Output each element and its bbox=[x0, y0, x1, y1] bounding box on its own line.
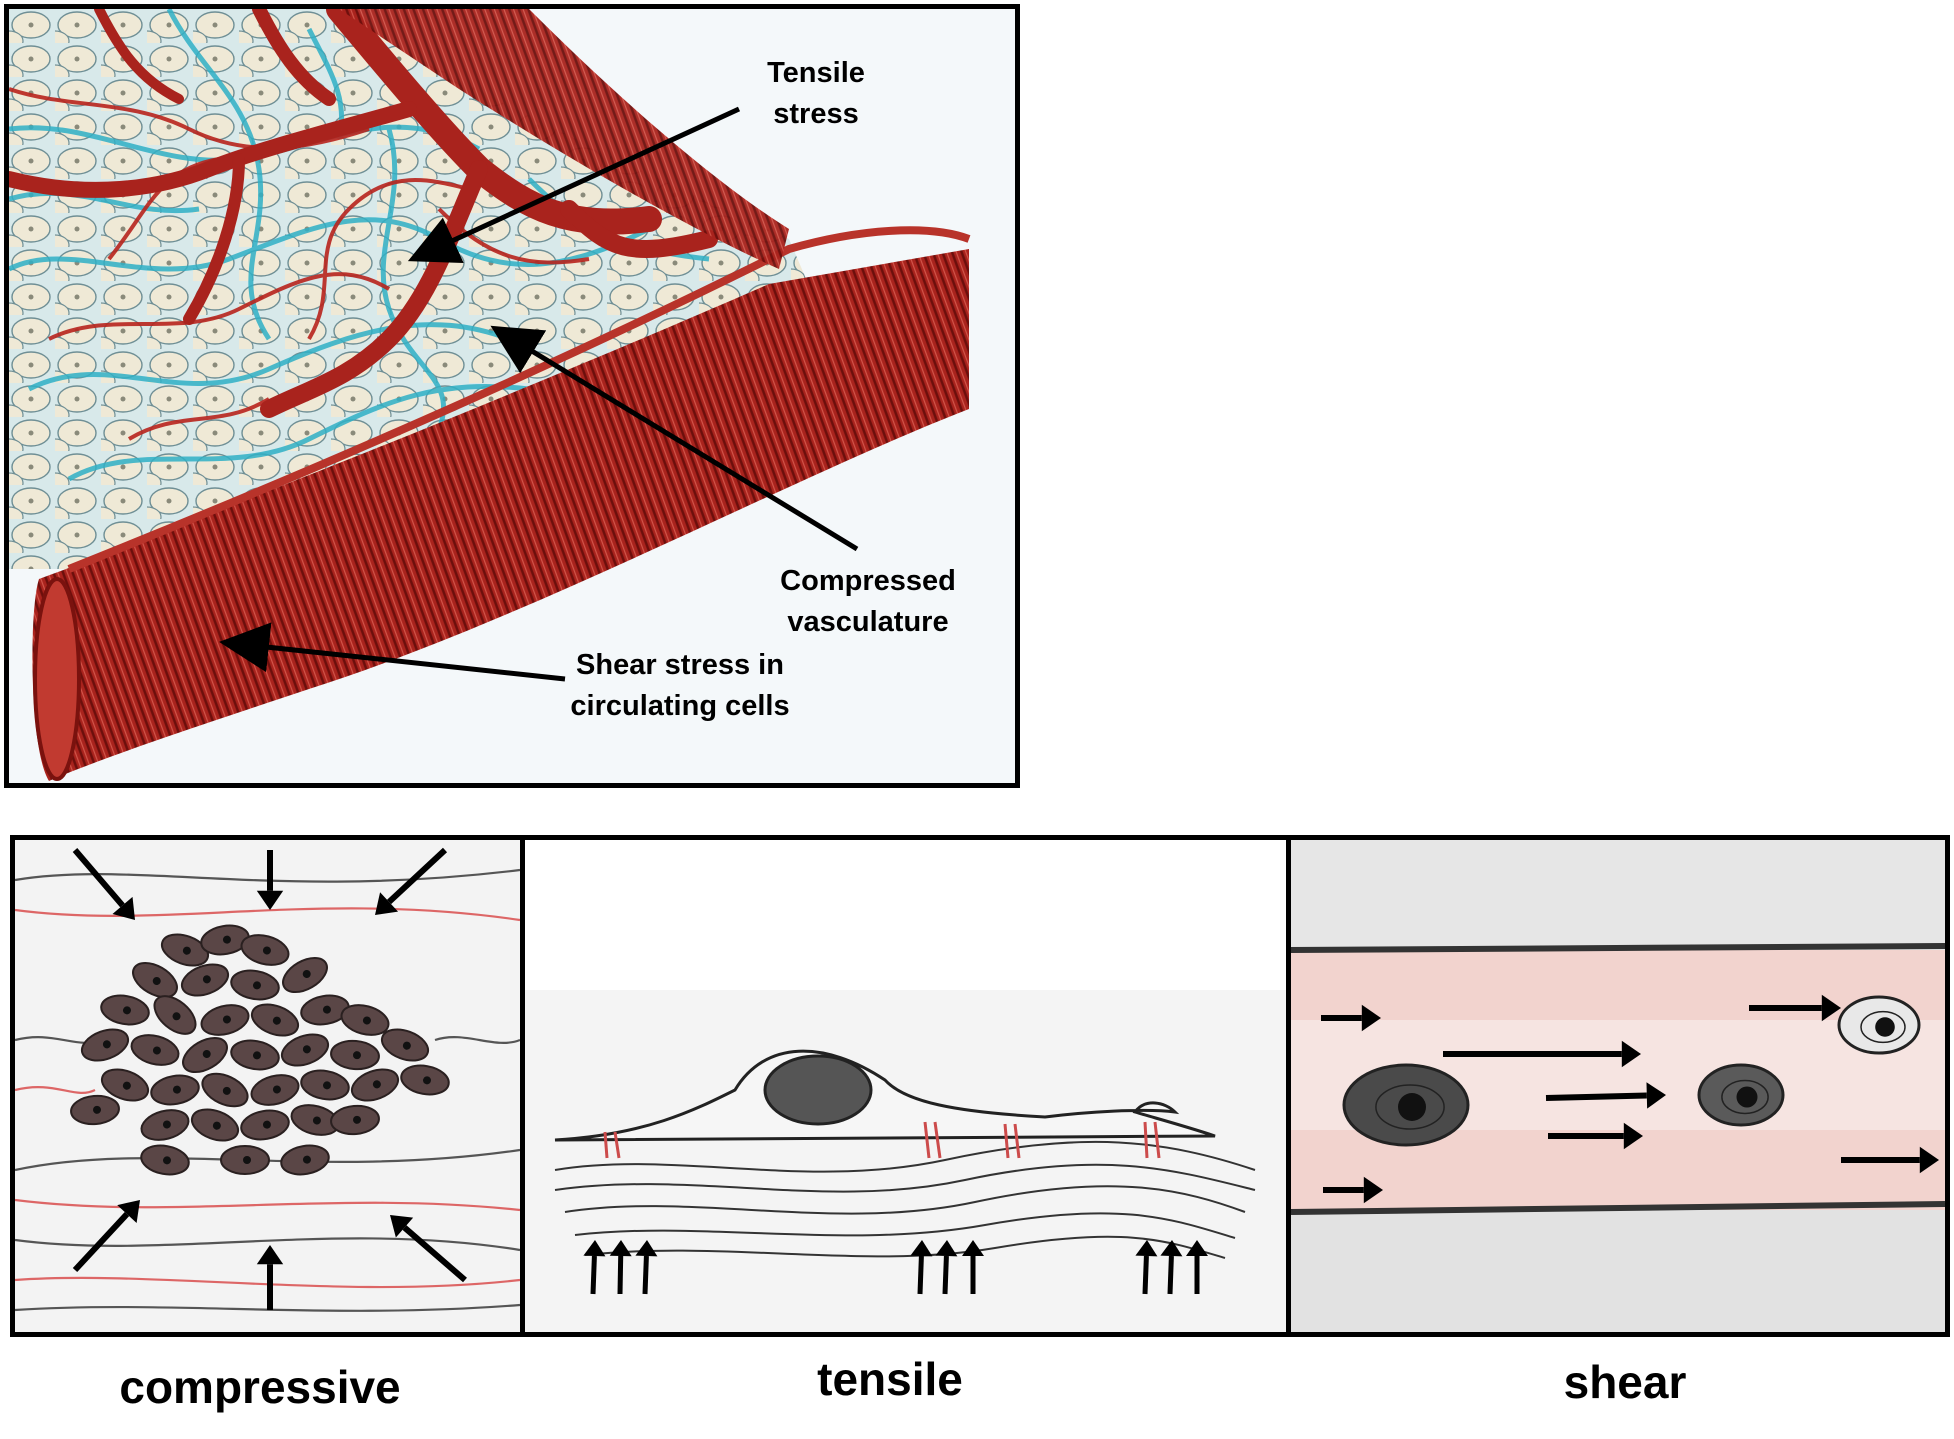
nucleus bbox=[763, 1054, 873, 1126]
tension-arrow bbox=[910, 1240, 933, 1295]
cell-body bbox=[554, 1049, 1216, 1142]
branching-vessels bbox=[9, 9, 718, 418]
compressed-cell bbox=[330, 1104, 380, 1136]
compressed-cell bbox=[250, 1003, 300, 1037]
compressed-cell bbox=[70, 1094, 120, 1126]
substrate-fibers bbox=[554, 1140, 1256, 1259]
flow-arrow bbox=[1321, 1004, 1381, 1032]
tensile-illustration bbox=[525, 990, 1286, 1332]
flow-arrow bbox=[1545, 1082, 1666, 1109]
compressed-cell bbox=[220, 1145, 270, 1175]
tension-arrow bbox=[1160, 1240, 1183, 1295]
tissue-region bbox=[9, 9, 819, 569]
tissue-illustration bbox=[9, 9, 971, 781]
vessel-opening bbox=[33, 577, 81, 781]
shear-caption: shear bbox=[1563, 1356, 1687, 1408]
focal-adhesions bbox=[603, 1121, 1161, 1159]
tensile-stress-pointer bbox=[407, 106, 741, 264]
compressed-cell bbox=[80, 1028, 130, 1062]
compressed-cell bbox=[153, 995, 197, 1035]
compressed-cell bbox=[160, 933, 210, 967]
compressed-cell bbox=[100, 994, 150, 1026]
compressed-cell bbox=[300, 1069, 350, 1101]
flow-arrow bbox=[1749, 994, 1841, 1022]
flow-arrows bbox=[1321, 994, 1939, 1204]
circulating-cells bbox=[1342, 995, 1921, 1147]
compression-arrow bbox=[72, 1200, 140, 1273]
compression-arrow bbox=[72, 848, 135, 920]
compressed-cell bbox=[340, 1004, 390, 1036]
compressed-vasculature-pointer bbox=[490, 325, 859, 552]
compressed-cell bbox=[400, 1064, 450, 1096]
tissue-strands bbox=[15, 868, 520, 1312]
compressed-cell bbox=[230, 969, 280, 1001]
tension-arrow bbox=[1186, 1240, 1208, 1294]
compressed-cell bbox=[380, 1028, 430, 1062]
tissue-illustration-panel: Tensile stress Compressed vasculature Sh… bbox=[4, 4, 1020, 788]
compressed-cell bbox=[100, 1068, 150, 1102]
tension-arrow bbox=[609, 1240, 632, 1295]
vessel-wall-top bbox=[1291, 943, 1945, 953]
tensile-caption: tensile bbox=[817, 1353, 963, 1405]
compressed-cell bbox=[140, 1109, 190, 1141]
compressed-vasculature-label: Compressed vasculature bbox=[780, 565, 956, 638]
compressed-cell bbox=[230, 1039, 280, 1071]
compressed-cell bbox=[132, 961, 178, 999]
tension-arrow bbox=[1135, 1240, 1158, 1295]
compression-arrow bbox=[375, 847, 448, 915]
compression-arrows bbox=[72, 847, 467, 1310]
circulating-cell bbox=[1837, 995, 1921, 1055]
compressive-illustration bbox=[15, 847, 520, 1312]
flow-arrow bbox=[1841, 1146, 1939, 1174]
tension-arrow bbox=[962, 1240, 984, 1294]
compressed-cell bbox=[280, 1033, 330, 1067]
flow-arrow bbox=[1323, 1176, 1383, 1204]
vessel-top-edge bbox=[67, 226, 971, 573]
flow-arrow bbox=[1443, 1040, 1641, 1068]
compression-arrow bbox=[390, 1215, 467, 1283]
circulating-cell bbox=[1342, 1063, 1470, 1147]
tension-arrow bbox=[935, 1240, 958, 1295]
flow-arrow bbox=[1548, 1122, 1643, 1150]
compressed-cell bbox=[200, 924, 250, 956]
compressed-cell bbox=[250, 1074, 300, 1106]
compressed-cell bbox=[240, 934, 290, 966]
compressive-caption: compressive bbox=[119, 1361, 401, 1413]
compressed-cell bbox=[190, 1108, 240, 1142]
compressed-cell bbox=[280, 1144, 330, 1176]
compressed-cell bbox=[182, 1036, 228, 1074]
compressive-panel bbox=[15, 840, 525, 1332]
tension-arrow bbox=[583, 1240, 606, 1295]
compressed-cell bbox=[330, 1039, 380, 1071]
shear-stress-pointer bbox=[219, 622, 566, 682]
compression-arrow bbox=[256, 850, 284, 910]
stress-types-panel bbox=[10, 835, 1950, 1337]
tensile-panel bbox=[525, 840, 1291, 1332]
cell-cluster bbox=[70, 924, 450, 1176]
upper-vessel-band bbox=[339, 9, 789, 269]
compressed-cell bbox=[350, 1068, 400, 1102]
tension-arrows bbox=[583, 1240, 1208, 1295]
compressed-cell bbox=[150, 1074, 200, 1106]
compressed-cell bbox=[180, 963, 230, 997]
shear-stress-label: Shear stress in circulating cells bbox=[570, 649, 790, 722]
compressed-cell bbox=[130, 1034, 180, 1066]
shear-panel bbox=[1291, 840, 1945, 1332]
compressed-cell bbox=[282, 956, 328, 994]
compressed-cell bbox=[200, 1004, 250, 1036]
vessel-wall-bottom bbox=[1291, 1201, 1945, 1215]
compression-arrow bbox=[256, 1245, 284, 1310]
capillaries bbox=[9, 87, 590, 441]
shear-illustration bbox=[1291, 840, 1945, 1332]
circulating-cell bbox=[1697, 1063, 1785, 1127]
compressed-cell bbox=[140, 1144, 190, 1176]
compressed-cell bbox=[240, 1109, 290, 1141]
tension-arrow bbox=[635, 1240, 658, 1295]
tensile-stress-label: Tensile stress bbox=[767, 57, 865, 130]
compressed-cell bbox=[201, 1072, 249, 1108]
